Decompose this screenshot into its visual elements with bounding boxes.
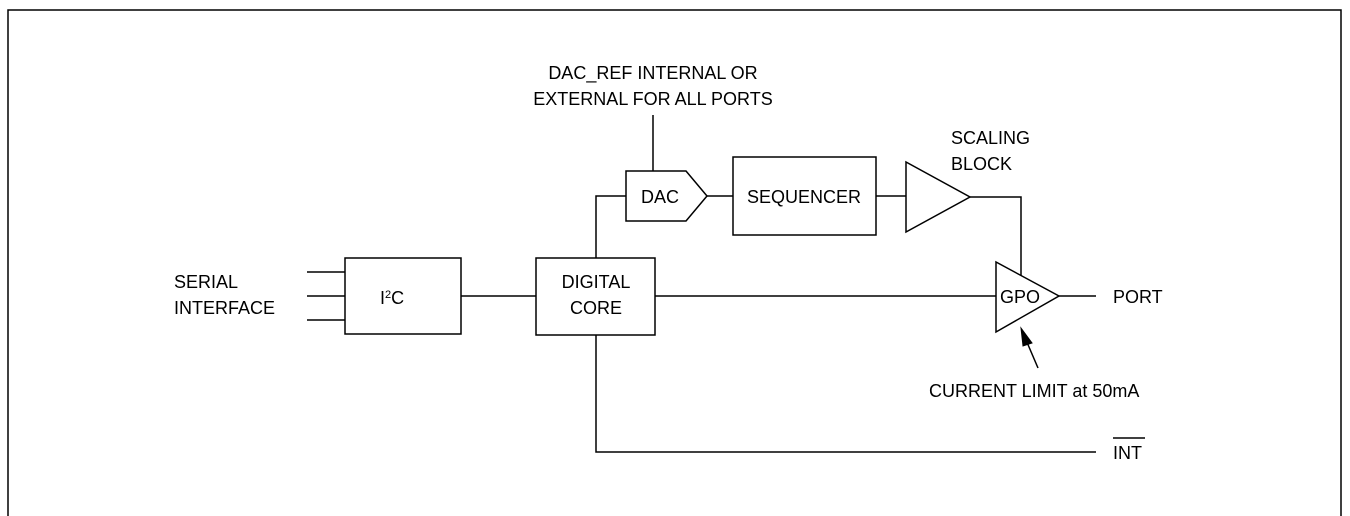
digital-core-block: [535, 257, 656, 336]
current-limit-label: CURRENT LIMIT at 50mA: [929, 381, 1139, 401]
scaling-block: [905, 160, 972, 234]
current-limit-arrow-head: [1020, 326, 1033, 347]
gpo-block: [995, 260, 1061, 334]
frame-border: [7, 9, 1342, 516]
digital-core-label-line2: CORE: [570, 298, 622, 318]
dac-ref-label-line2: EXTERNAL FOR ALL PORTS: [533, 89, 772, 109]
dac-label: DAC: [641, 187, 679, 207]
i2c-block: [344, 257, 462, 335]
sequencer-block: [732, 156, 877, 236]
gpo-label: GPO: [1000, 287, 1040, 307]
sequencer-label: SEQUENCER: [747, 187, 861, 207]
scaling-label-line2: BLOCK: [951, 154, 1012, 174]
serial-label-line2: INTERFACE: [174, 298, 275, 318]
port-label: PORT: [1113, 287, 1163, 307]
dac-block: [625, 170, 708, 222]
serial-label-line1: SERIAL: [174, 272, 238, 292]
core-to-dac-wire: [595, 195, 626, 258]
scaling-to-gpo-wire: [970, 196, 1022, 278]
i2c-label: I2C: [380, 288, 404, 308]
digital-core-label-line1: DIGITAL: [562, 272, 631, 292]
scaling-label-line1: SCALING: [951, 128, 1030, 148]
dac-ref-label-line1: DAC_REF INTERNAL OR: [548, 63, 757, 84]
int-label: INT: [1113, 443, 1142, 463]
core-to-int-wire: [595, 335, 1096, 453]
